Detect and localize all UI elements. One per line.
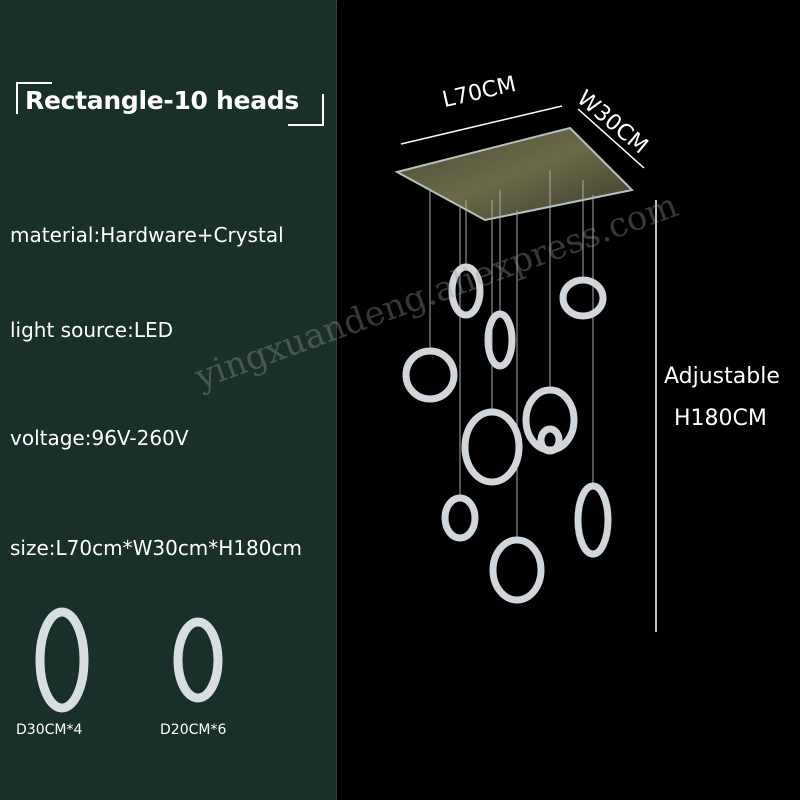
ring-size-small: D20CM*6: [160, 722, 227, 738]
title-bracket-right: [288, 94, 324, 126]
pendant-ring: [489, 536, 545, 604]
adjustable-label: Adjustable: [664, 364, 780, 389]
pendant-ring: [537, 425, 563, 455]
suspension-wires: [429, 170, 594, 540]
pendant-ring: [441, 494, 479, 542]
pendant-rings: [402, 263, 612, 604]
ring-size-large: D30CM*4: [16, 722, 83, 738]
sample-ring-small: [173, 617, 223, 703]
pendant-ring: [484, 310, 516, 370]
spec-light-source: light source:LED: [10, 318, 174, 342]
pendant-ring: [559, 276, 607, 320]
spec-size: size:L70cm*W30cm*H180cm: [10, 536, 302, 560]
spec-voltage: voltage:96V-260V: [10, 426, 189, 450]
product-title: Rectangle-10 heads: [25, 86, 299, 115]
spec-material: material:Hardware+Crystal: [10, 223, 284, 247]
height-label: H180CM: [674, 406, 767, 431]
pendant-ring: [448, 263, 484, 319]
title-bracket-left: [16, 82, 52, 114]
sample-ring-large: [35, 607, 89, 713]
dimension-arrows: [400, 105, 657, 632]
ceiling-canopy: [394, 126, 635, 222]
pendant-ring: [522, 386, 578, 454]
pendant-ring: [402, 347, 458, 403]
spec-panel: Rectangle-10 heads material:Hardware+Cry…: [0, 0, 337, 800]
pendant-ring: [574, 482, 612, 558]
pendant-ring: [461, 408, 523, 486]
